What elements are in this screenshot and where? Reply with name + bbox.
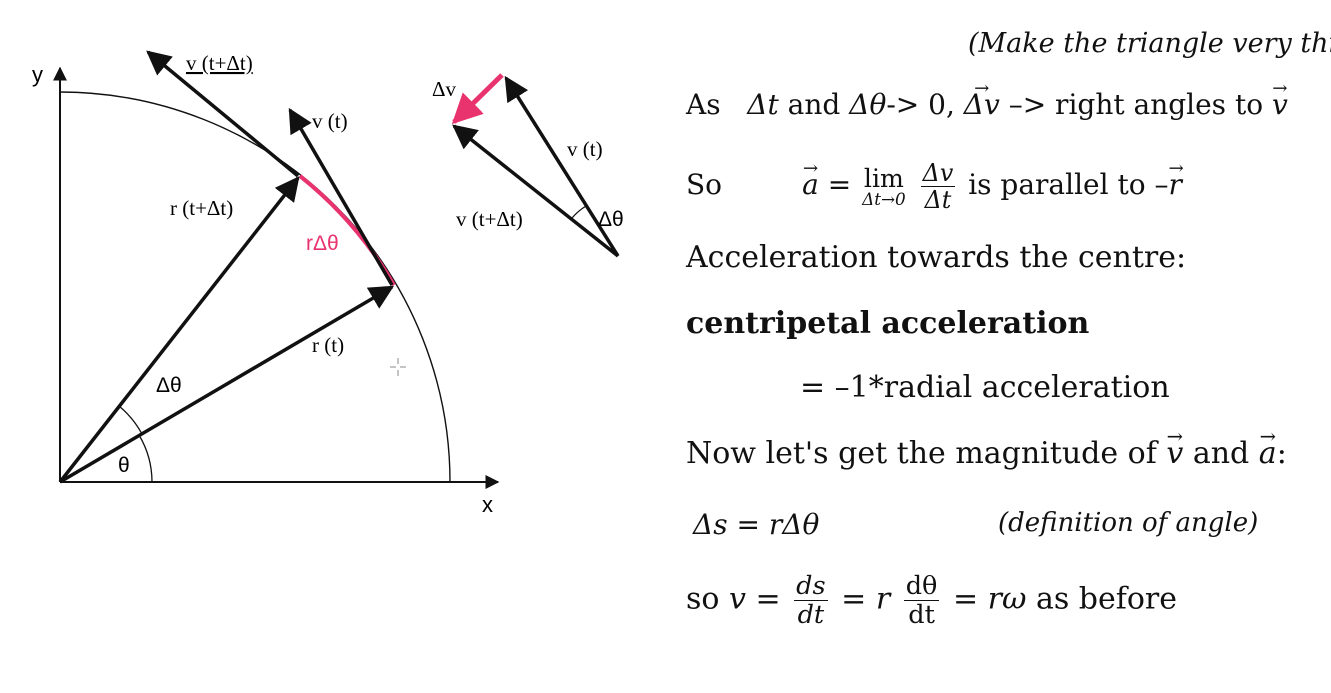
text-line-towards-centre: Acceleration towards the centre: <box>686 240 1187 275</box>
tri-v-t-dt-vector <box>452 124 620 258</box>
v-t-vector <box>288 107 394 286</box>
tri-label-delta-v: Δv <box>432 77 457 101</box>
kinematics-diagram: y x v (t+Δt) v (t) r (t+Δt) r (t) rΔθ Δθ… <box>32 50 624 517</box>
text-line-centripetal: centripetal acceleration <box>686 306 1090 341</box>
label-r-dtheta: rΔθ <box>306 232 339 255</box>
label-r-t-dt: r (t+Δt) <box>170 196 233 220</box>
label-dtheta: Δθ <box>156 374 182 397</box>
r-t-vector <box>59 285 395 484</box>
dtheta-arc <box>118 405 143 435</box>
text-line-limit: As Δt and Δθ-> 0, Δv –> right angles to … <box>686 78 1288 121</box>
text-definition-of-angle: (definition of angle) <box>998 508 1259 538</box>
tri-label-dtheta: Δθ <box>598 208 624 231</box>
thin-triangle-note: (Make the triangle very thin) <box>968 28 1331 59</box>
y-axis-label: y <box>32 62 43 87</box>
crosshair-icon <box>390 358 406 376</box>
x-axis-label: x <box>482 492 493 517</box>
label-theta: θ <box>118 454 130 477</box>
tri-v-t-vector <box>504 75 620 257</box>
label-v-t-dt: v (t+Δt) <box>186 51 253 75</box>
text-line-magnitude: Now let's get the magnitude of v and a: <box>686 425 1287 471</box>
theta-arc <box>138 434 153 483</box>
r-dtheta-arc <box>298 174 396 287</box>
label-v-t: v (t) <box>312 109 348 133</box>
text-line-radial: = –1*radial acceleration <box>800 370 1170 405</box>
v-t-dt-vector <box>146 50 300 178</box>
label-r-t: r (t) <box>312 333 344 357</box>
r-t-dt-vector <box>58 176 300 484</box>
tri-delta-v-vector <box>451 73 504 125</box>
text-arc-length-equation: Δs = rΔθ <box>693 508 820 541</box>
tri-label-v-t: v (t) <box>567 137 603 161</box>
tri-dtheta-arc <box>571 205 587 219</box>
tri-label-v-t-dt: v (t+Δt) <box>456 207 523 231</box>
